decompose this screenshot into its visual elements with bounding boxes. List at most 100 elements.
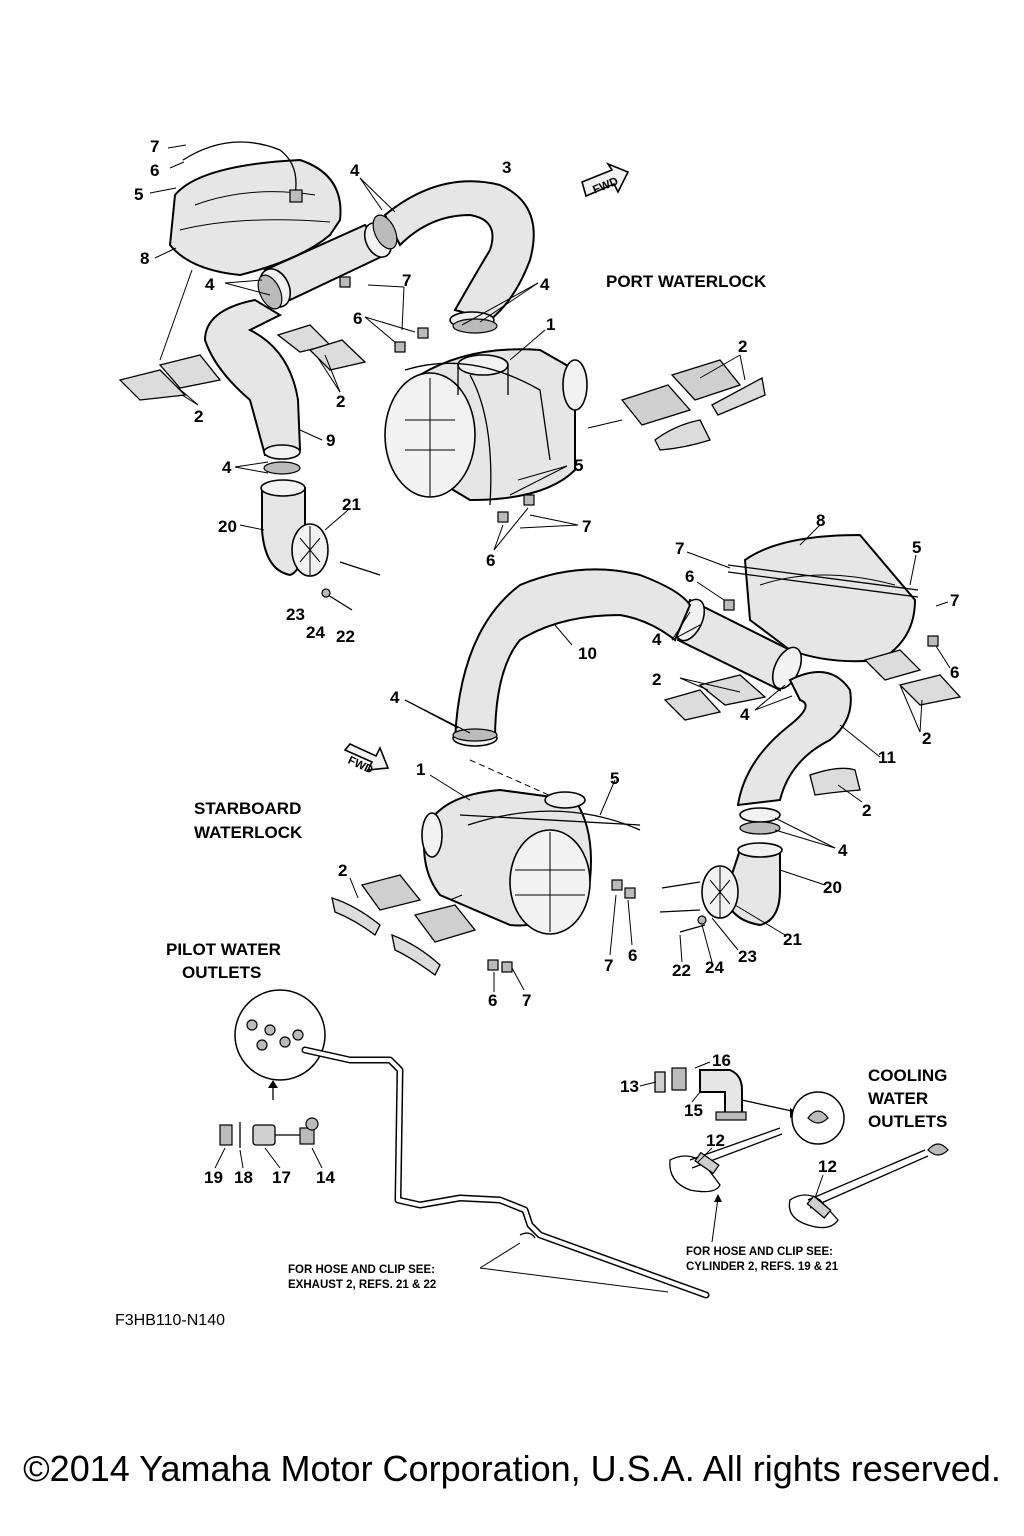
callout: 2	[338, 861, 347, 880]
callout: 6	[488, 991, 497, 1010]
title-starboard-2: WATERLOCK	[194, 823, 303, 842]
pad-2-f	[670, 359, 742, 401]
callout: 23	[738, 947, 757, 966]
callout: 8	[140, 249, 149, 268]
callout: 20	[218, 517, 237, 536]
band-5-starboard-top	[727, 564, 919, 591]
fwd-arrow-port: FWD	[581, 162, 630, 198]
callout: 4	[390, 688, 400, 707]
starboard-waterlock-assembly	[331, 524, 962, 992]
callout: 20	[823, 878, 842, 897]
port-waterlock-assembly	[118, 141, 766, 611]
callout: 21	[783, 930, 802, 949]
callout: 2	[922, 729, 931, 748]
callout: 9	[326, 431, 335, 450]
callout: 16	[712, 1051, 731, 1070]
callout: 5	[574, 456, 583, 475]
callout: 7	[675, 539, 684, 558]
title-cooling-1: COOLING	[868, 1066, 947, 1085]
callout: 4	[740, 705, 750, 724]
title-pilot-1: PILOT WATER	[166, 940, 281, 959]
title-port-waterlock: PORT WATERLOCK	[606, 272, 767, 291]
callout: 6	[353, 309, 362, 328]
callout: 24	[705, 958, 724, 977]
callout: 2	[738, 337, 747, 356]
callout: 4	[350, 161, 360, 180]
callout: 7	[604, 956, 613, 975]
callout: 8	[816, 511, 825, 530]
pilot-hose	[301, 1046, 710, 1299]
pad-2-g	[654, 419, 711, 451]
callout: 7	[150, 137, 159, 156]
callout: 18	[234, 1168, 253, 1187]
pad-2-q	[391, 933, 441, 976]
callout: 11	[878, 748, 896, 767]
pad-2-m	[809, 767, 861, 796]
callout: 6	[950, 663, 959, 682]
callout: 12	[706, 1131, 725, 1150]
cooling-water-outlets	[639, 1061, 949, 1243]
callout: 2	[194, 407, 203, 426]
elbow-fitting-15	[699, 1069, 743, 1116]
callout: 7	[582, 517, 591, 536]
note-cylinder-2: CYLINDER 2, REFS. 19 & 21	[686, 1261, 839, 1273]
pilot-hose-end	[519, 1232, 536, 1239]
callout: 2	[652, 670, 661, 689]
callout: 6	[685, 567, 694, 586]
pad-2-k	[863, 649, 922, 681]
muffler-box-port	[168, 158, 342, 277]
waterlock-1-starboard	[421, 788, 592, 935]
pad-2-b	[158, 354, 222, 389]
callout: 5	[912, 538, 921, 557]
note-cylinder-1: FOR HOSE AND CLIP SEE:	[686, 1246, 833, 1258]
part-callouts: 7 6 5 8 4 3 4 7 4 6 1 2 2 2 9 4 5 21 20 …	[134, 137, 959, 1187]
pilot-water-outlets	[214, 989, 710, 1299]
pad-2-n	[360, 874, 422, 911]
callout: 4	[652, 630, 662, 649]
callout: 5	[134, 185, 143, 204]
callout: 3	[502, 158, 511, 177]
pad-2-e	[620, 384, 692, 426]
pad-2-d	[308, 339, 367, 371]
callout: 7	[950, 591, 959, 610]
pad-2-p	[331, 897, 381, 936]
callout: 7	[522, 991, 531, 1010]
hose-10	[453, 568, 692, 741]
callout: 10	[578, 644, 597, 663]
callout: 19	[204, 1168, 223, 1187]
band-5-port-top	[182, 141, 297, 196]
hose-3	[383, 180, 535, 322]
callout: 1	[546, 315, 555, 334]
reference-notes: FOR HOSE AND CLIP SEE: EXHAUST 2, REFS. …	[115, 1246, 839, 1329]
strap-5-port-b	[469, 374, 492, 506]
callout: 2	[336, 392, 345, 411]
title-cooling-3: OUTLETS	[868, 1112, 947, 1131]
callout: 12	[818, 1157, 837, 1176]
muffler-box-starboard	[743, 533, 917, 663]
callout: 7	[402, 271, 411, 290]
pilot-outlet-detail-circle	[234, 989, 326, 1081]
callout: 6	[486, 551, 495, 570]
strap-5-port-a	[404, 362, 551, 461]
hose-9	[203, 298, 302, 457]
callout: 14	[316, 1168, 335, 1187]
callout: 4	[540, 275, 550, 294]
hose-11	[736, 671, 852, 807]
pad-2-a	[118, 369, 187, 401]
callout: 15	[684, 1101, 703, 1120]
callout: 22	[672, 961, 691, 980]
callout: 13	[620, 1077, 639, 1096]
callout: 17	[272, 1168, 291, 1187]
callout: 1	[416, 760, 425, 779]
callout: 4	[838, 841, 848, 860]
callout: 4	[205, 275, 215, 294]
callout: 6	[150, 161, 159, 180]
section-titles: PORT WATERLOCK STARBOARD WATERLOCK PILOT…	[166, 272, 947, 1131]
strap-5-starboard-b	[467, 810, 641, 831]
title-pilot-2: OUTLETS	[182, 963, 261, 982]
pad-2-o	[413, 904, 477, 943]
copyright-notice: ©2014 Yamaha Motor Corporation, U.S.A. A…	[23, 1448, 1001, 1489]
callout: 23	[286, 605, 305, 624]
pad-2-l	[898, 674, 962, 706]
